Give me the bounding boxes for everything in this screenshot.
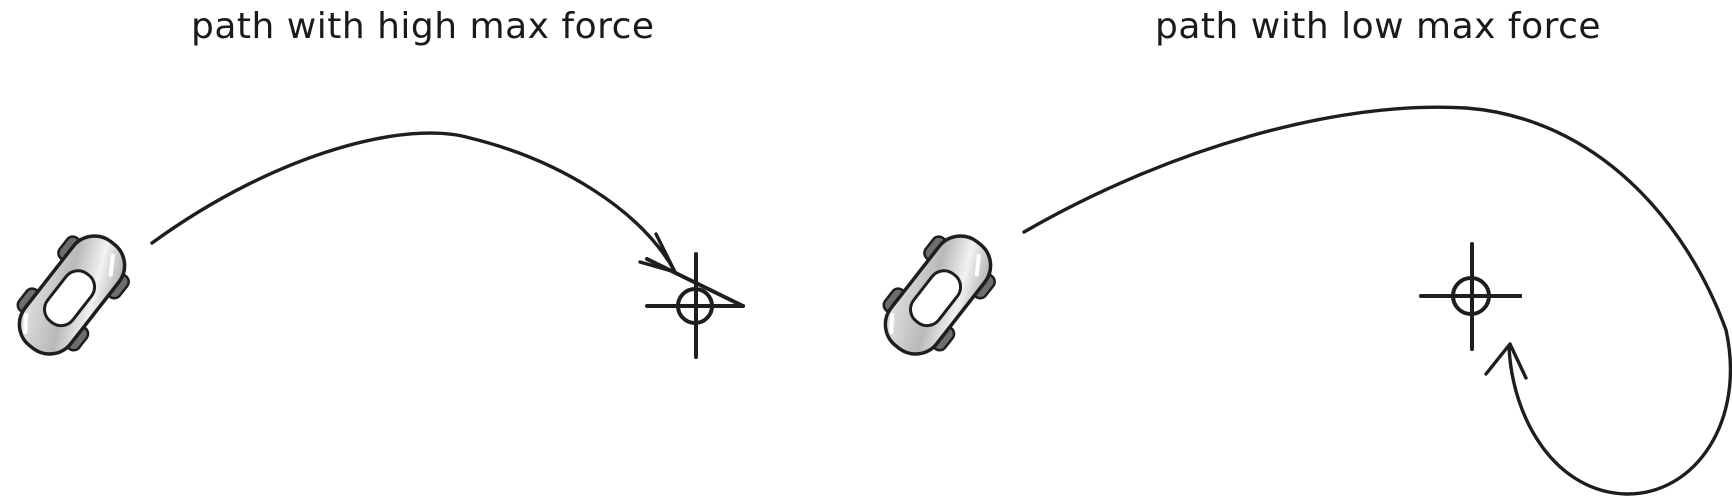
- car-icon: [0, 217, 145, 373]
- steering-path: [150, 131, 676, 272]
- steering-path: [1022, 105, 1732, 496]
- panel-high-max-force: path with high max force: [0, 6, 745, 373]
- panel-title-low-max-force: path with low max force: [1155, 6, 1602, 47]
- crosshair-target-icon: [1419, 242, 1522, 351]
- crosshair-target-icon: [645, 252, 745, 359]
- arrowhead-icon: [1484, 342, 1528, 380]
- car-icon: [865, 217, 1011, 373]
- high-force-scene: [0, 131, 745, 373]
- panel-low-max-force: path with low max force: [865, 0, 1732, 499]
- low-force-scene: [865, 105, 1732, 496]
- panel-title-high-max-force: path with high max force: [191, 6, 655, 47]
